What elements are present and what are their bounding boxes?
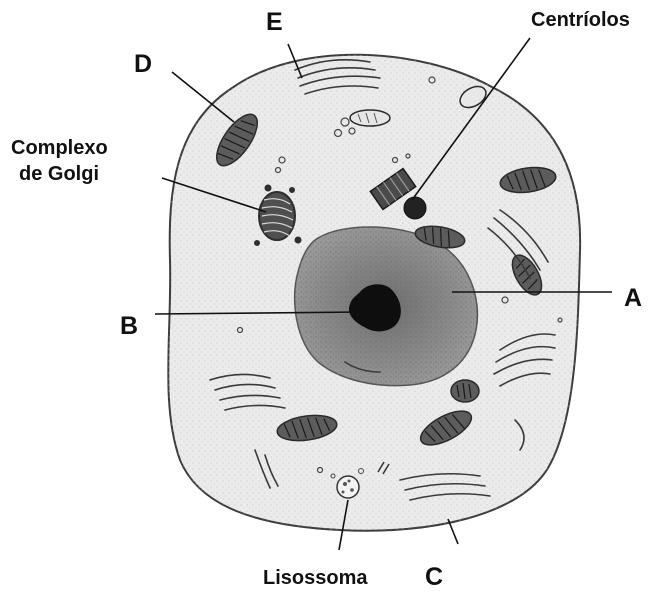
label-d: D [134,50,152,79]
label-a: A [624,284,642,313]
label-b: B [120,312,138,341]
label-e: E [266,8,283,37]
label-lisossoma: Lisossoma [263,566,367,591]
label-centriolos: Centríolos [531,8,630,33]
label-golgi-line2: de Golgi [19,162,99,187]
label-golgi-line1: Complexo [11,136,108,161]
label-c: C [425,563,443,592]
